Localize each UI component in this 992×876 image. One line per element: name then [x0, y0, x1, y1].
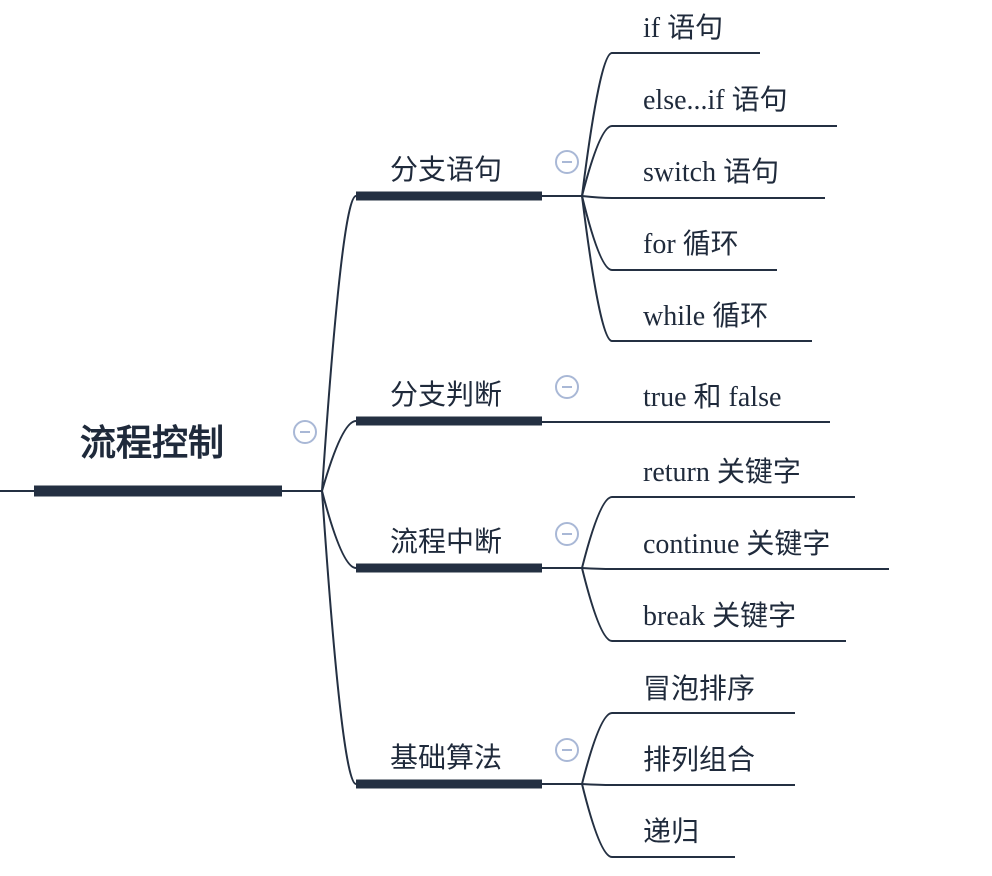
leaf-label[interactable]: 排列组合: [643, 745, 756, 776]
branch-collapse-icon[interactable]: [555, 150, 579, 174]
leaf-label[interactable]: break 关键字: [643, 601, 797, 632]
leaf-label[interactable]: while 循环: [643, 301, 769, 332]
branch-collapse-icon[interactable]: [555, 522, 579, 546]
branch-label-branch-judgment[interactable]: 分支判断: [390, 380, 503, 411]
branch-collapse-icon[interactable]: [555, 375, 579, 399]
leaf-label[interactable]: switch 语句: [643, 157, 780, 188]
leaf-label[interactable]: else...if 语句: [643, 85, 788, 116]
branch-to-leaf-connector: [581, 195, 613, 271]
branch-to-leaf-connector: [581, 783, 613, 786]
branch-to-leaf-connector: [581, 125, 613, 197]
branch-to-leaf-connector: [581, 496, 613, 569]
leaf-label[interactable]: continue 关键字: [643, 529, 831, 560]
root-collapse-icon[interactable]: [293, 420, 317, 444]
leaf-label[interactable]: 递归: [643, 817, 700, 848]
root-to-branch-connector: [321, 420, 357, 492]
leaf-label[interactable]: if 语句: [643, 13, 724, 44]
branch-to-leaf-connector: [581, 52, 613, 197]
branch-label-flow-interrupt[interactable]: 流程中断: [390, 527, 503, 558]
branch-to-leaf-connector: [581, 195, 613, 342]
branch-to-leaf-connector: [581, 712, 613, 785]
branch-label-branch-statements[interactable]: 分支语句: [390, 155, 503, 186]
root-node-label[interactable]: 流程控制: [80, 423, 225, 463]
leaf-label[interactable]: 冒泡排序: [643, 674, 756, 705]
leaf-label[interactable]: true 和 false: [643, 382, 782, 413]
root-to-branch-connector: [321, 490, 357, 569]
leaf-label[interactable]: return 关键字: [643, 457, 801, 488]
root-to-branch-connector: [321, 195, 357, 492]
branch-label-basic-algorithms[interactable]: 基础算法: [390, 743, 503, 774]
branch-to-leaf-connector: [581, 195, 613, 199]
branch-to-leaf-connector: [581, 567, 613, 570]
branch-collapse-icon[interactable]: [555, 738, 579, 762]
leaf-label[interactable]: for 循环: [643, 229, 739, 260]
branch-to-leaf-connector: [581, 783, 613, 858]
root-to-branch-connector: [321, 490, 357, 785]
branch-to-leaf-connector: [581, 567, 613, 642]
